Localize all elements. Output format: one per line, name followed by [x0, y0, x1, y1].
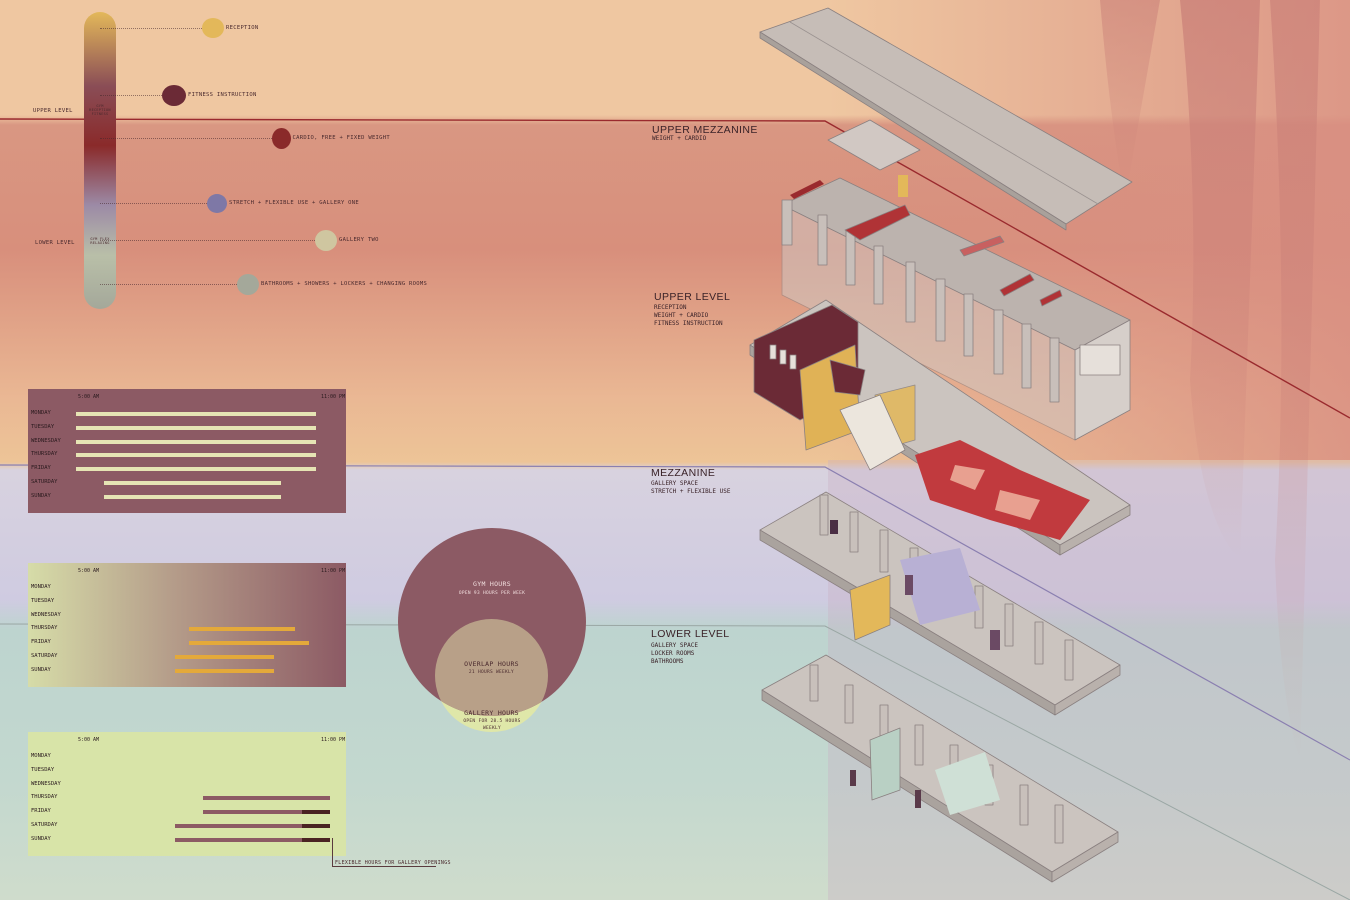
legend-leader [100, 203, 207, 204]
schedule-bar [76, 467, 316, 472]
schedule-day-label: SUNDAY [31, 492, 51, 499]
schedule-day-label: WEDNESDAY [31, 437, 61, 444]
bar-note-bottom: GYM FLEX RELAXING [90, 237, 110, 245]
level-sub-upper-mezzanine: WEIGHT + CARDIO [652, 135, 707, 142]
upper-mezzanine-accents [790, 175, 1121, 376]
schedule-day-label: TUESDAY [31, 597, 55, 604]
schedule-bar [174, 668, 274, 673]
schedule-bar [76, 425, 316, 430]
schedule-end-label: 11:00 PM [321, 394, 346, 400]
legend-label: CARDIO, FREE + FIXED WEIGHT [292, 135, 391, 141]
legend-dot [202, 18, 224, 38]
venn-gallery-title: GALLERY HOURS [464, 709, 519, 717]
flex-note-underline [332, 866, 436, 867]
gallery-schedule: 5:00 AM 11:00 PM MONDAY TUESDAY WEDNESDAY THU… [28, 563, 346, 687]
lower-level-floor [761, 654, 1119, 883]
schedule-bar [76, 412, 316, 416]
venn-gallery-sub: OPEN FOR 28.5 HOURS WEEKLY [463, 719, 521, 731]
legend-leader [100, 240, 315, 241]
schedule-day-label: MONDAY [31, 584, 51, 590]
schedule-bar [76, 439, 316, 444]
schedule-bar [104, 494, 281, 499]
schedule-day-label: SATURDAY [31, 653, 58, 659]
venn-gym-sub: OPEN 93 HOURS PER WEEK [458, 591, 526, 596]
venn-overlap-title: OVERLAP HOURS [464, 660, 519, 668]
legend-label: BATHROOMS + SHOWERS + LOCKERS + CHANGING… [261, 281, 428, 287]
schedule-day-label: THURSDAY [31, 794, 58, 801]
schedule-day-label: SUNDAY [31, 666, 51, 673]
schedule-bar [203, 796, 330, 801]
schedule-bar [203, 810, 330, 815]
legend-leader [100, 284, 237, 285]
schedule-day-label: WEDNESDAY [31, 780, 61, 787]
bar-note-top: GYM RECEPTION FITNESS [89, 104, 111, 116]
schedule-day-label: FRIDAY [31, 639, 51, 646]
mezzanine-floor [759, 491, 1121, 716]
schedule-end-label: 11:00 PM [321, 568, 346, 574]
legend-dot [237, 273, 259, 295]
legend-label: GALLERY TWO [339, 237, 379, 243]
level-title-upper-level: UPPER LEVEL [654, 291, 731, 303]
schedule-start-label: 5:00 AM [78, 394, 100, 400]
venn-overlap [435, 619, 548, 732]
level-title-lower-level: LOWER LEVEL [651, 628, 730, 640]
schedule-day-label: SATURDAY [31, 479, 58, 485]
schedule-day-label: MONDAY [31, 753, 51, 759]
schedule-bar [104, 481, 281, 485]
timeline-top-label: UPPER LEVEL [33, 108, 73, 114]
legend-dot [271, 127, 291, 149]
schedule-end-label: 11:00 PM [321, 737, 346, 743]
legend-label: STRETCH + FLEXIBLE USE + GALLERY ONE [229, 200, 360, 206]
legend-leader [100, 138, 272, 139]
schedule-start-label: 5:00 AM [78, 568, 100, 574]
legend-dot [207, 193, 227, 213]
gym-schedule: 5:00 AM 11:00 PM MONDAY TUESDAY WEDNESDAY THU… [28, 389, 346, 513]
schedule-bar [174, 837, 330, 842]
schedule-day-label: MONDAY [31, 410, 51, 416]
schedule-bar [174, 824, 330, 828]
level-title-upper-mezzanine: UPPER MEZZANINE [652, 124, 758, 136]
venn-overlap-sub: 21 HOURS WEEKLY [468, 670, 515, 675]
schedule-day-label: TUESDAY [31, 423, 55, 430]
schedule-day-label: FRIDAY [31, 808, 51, 815]
schedule-day-label: SUNDAY [31, 835, 51, 842]
legend-leader [100, 28, 202, 29]
schedule-day-label: THURSDAY [31, 625, 58, 632]
timeline-bottom-label: LOWER LEVEL [35, 240, 75, 246]
legend-dot [162, 84, 186, 106]
legend-leader [100, 95, 162, 96]
venn-gym-title: GYM HOURS [473, 580, 511, 588]
flex-note-leader [332, 838, 333, 866]
level-guide-line [0, 118, 1350, 419]
schedule-flex-extension [301, 810, 330, 815]
legend-label: FITNESS INSTRUCTION [188, 92, 257, 98]
legend-dot [315, 229, 337, 251]
schedule-day-label: SATURDAY [31, 822, 58, 828]
legend-label: RECEPTION [226, 25, 259, 31]
schedule-flex-extension [301, 837, 330, 842]
flex-note: FLEXIBLE HOURS FOR GALLERY OPENINGS [335, 860, 451, 866]
schedule-bar [174, 655, 274, 659]
level-title-mezzanine: MEZZANINE [651, 467, 716, 479]
level-sub-lower-level: GALLERY SPACE LOCKER ROOMS BATHROOMS [651, 642, 698, 665]
schedule-day-label: WEDNESDAY [31, 611, 61, 618]
schedule-day-label: TUESDAY [31, 766, 55, 773]
schedule-bar [188, 627, 295, 632]
flex-schedule: 5:00 AM 11:00 PM MONDAY TUESDAY WEDNESDAY THU… [28, 732, 346, 856]
schedule-flex-extension [301, 824, 330, 828]
level-sub-mezzanine: GALLERY SPACE STRETCH + FLEXIBLE USE [651, 480, 731, 495]
schedule-day-label: FRIDAY [31, 465, 51, 472]
schedule-day-label: THURSDAY [31, 451, 58, 458]
schedule-bar [188, 641, 309, 646]
upper-level-floor [749, 299, 1131, 556]
schedule-start-label: 5:00 AM [78, 737, 100, 743]
level-sub-upper-level: RECEPTION WEIGHT + CARDIO FITNESS INSTRU… [654, 304, 723, 327]
schedule-bar [76, 453, 316, 458]
program-gradient-bar [84, 12, 116, 309]
